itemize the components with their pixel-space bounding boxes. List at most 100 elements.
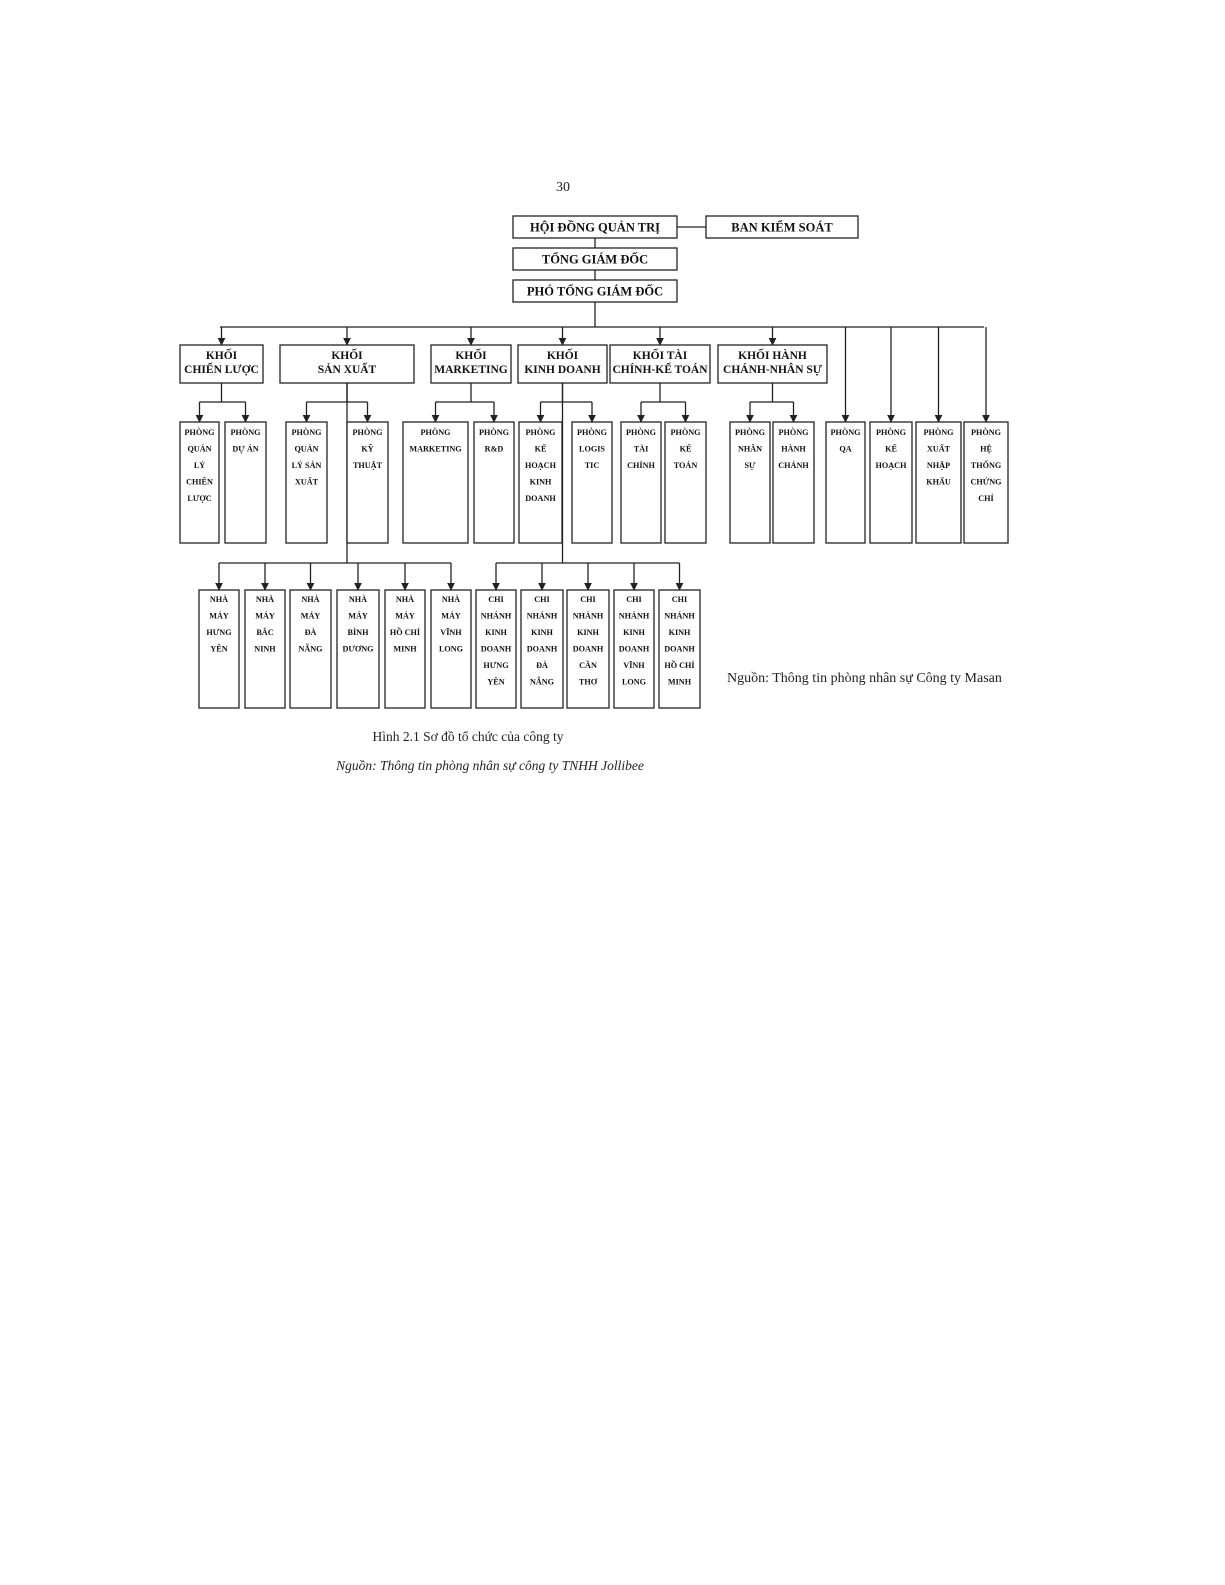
branch-box-line: DOANH	[664, 645, 695, 654]
department-box-line: PHÒNG	[778, 427, 809, 437]
supervisory-label: BAN KIỂM SOÁT	[731, 220, 833, 235]
factory-box-line: VĨNH	[440, 628, 462, 637]
branch-box-line: ĐÀ	[536, 660, 548, 670]
department-box-line: CHỈ	[978, 493, 993, 503]
department-box-line: PHÒNG	[230, 427, 261, 437]
factory-box-line: MÁY	[255, 611, 275, 621]
department-box-line: DỰ ÁN	[232, 444, 258, 454]
branch-box-line: CHI	[580, 595, 595, 604]
factory-box-line: MÁY	[441, 611, 461, 621]
branch-box-line: KINH	[623, 628, 645, 637]
division-box-line: SẢN XUẤT	[318, 361, 377, 376]
division-box-line: KHỐI HÀNH	[738, 347, 807, 362]
department-box-line: R&D	[485, 445, 504, 454]
deputy-ceo-label: PHÓ TỔNG GIÁM ĐỐC	[527, 284, 663, 299]
department-box-line: PHÒNG	[525, 427, 556, 437]
department-box-line: KHẨU	[926, 477, 951, 487]
deputy-ceo-node: PHÓ TỔNG GIÁM ĐỐC	[512, 279, 678, 303]
branch-box-line: HƯNG	[483, 661, 509, 670]
factories: NHÀMÁYHƯNGYÊNNHÀMÁYBẮCNINHNHÀMÁYĐÀNẴNGNH…	[198, 589, 472, 709]
department-box-line: PHÒNG	[184, 427, 215, 437]
department-box: PHÒNG DỰ ÁN	[224, 421, 267, 544]
branch-box-line: THƠ	[579, 678, 598, 687]
branch-box-line: CHI	[672, 595, 687, 604]
factory-box-line: NHÀ	[396, 594, 414, 604]
page-number: 30	[556, 180, 570, 195]
department-box-line: CHÁNH	[778, 460, 809, 470]
branch-box-line: MINH	[668, 678, 692, 687]
factory-box-line: MÁY	[395, 611, 415, 621]
factory-box-line: NHÀ	[256, 594, 274, 604]
branch-box-line: DOANH	[481, 645, 512, 654]
factory-box-line: LONG	[439, 645, 464, 654]
factory-box-line: MÁY	[348, 611, 368, 621]
department-box-line: PHÒNG	[291, 427, 322, 437]
branch-box-line: DOANH	[527, 645, 558, 654]
factory-box-line: NHÀ	[442, 594, 460, 604]
department-box-line: KẾ	[535, 444, 547, 454]
factory-box-line: NHÀ	[210, 594, 228, 604]
department-box-line: THUẬT	[353, 461, 383, 470]
ceo-node: TỔNG GIÁM ĐỐC	[512, 247, 678, 271]
department-box: PHÒNG KẾ HOẠCH KINH DOANH	[518, 421, 563, 544]
branch-box-line: DOANH	[619, 645, 650, 654]
department-box-line: DOANH	[525, 494, 556, 503]
branch-box-line: NHÁNH	[619, 611, 650, 621]
branch-box-line: HỒ CHÍ	[664, 660, 694, 670]
department-box-line: NHÂN	[738, 444, 762, 454]
branch-box-line: CHI	[534, 595, 549, 604]
department-box: PHÒNG R&D	[473, 421, 515, 544]
department-box-line: PHÒNG	[670, 427, 701, 437]
department-box-line: QUẢN	[187, 444, 211, 454]
factory-box-line: MÁY	[301, 611, 321, 621]
factory-box-line: NHÀ	[349, 594, 367, 604]
department-box-line: KẾ	[885, 444, 897, 454]
department-box-line: PHÒNG	[479, 427, 510, 437]
division-box-line: CHIẾN LƯỢC	[184, 361, 259, 376]
department-box-line: HOẠCH	[525, 461, 557, 470]
factory-box-line: ĐÀ	[305, 627, 317, 637]
department-box-line: NHẬP	[927, 461, 950, 470]
department-box-line: PHÒNG	[626, 427, 657, 437]
department-box-line: CHỨNG	[970, 477, 1002, 487]
department-box-line: TIC	[585, 461, 600, 470]
division-box-line: CHÍNH-KẾ TOÁN	[612, 361, 708, 376]
department-box-line: KINH	[530, 478, 552, 487]
branch-box-line: KINH	[531, 628, 553, 637]
branch-box-line: KINH	[669, 628, 691, 637]
department-box-line: HỆ	[980, 445, 992, 454]
department-box-line: HOẠCH	[876, 461, 908, 470]
factory-box-line: MINH	[393, 645, 417, 654]
connectors	[195, 226, 990, 591]
division-box-line: KHỐI	[331, 347, 363, 362]
board-label: HỘI ĐỒNG QUẢN TRỊ	[530, 220, 660, 235]
figure-caption: Hình 2.1 Sơ đồ tổ chức của công ty	[372, 729, 563, 744]
figure-source: Nguồn: Thông tin phòng nhân sự công ty T…	[335, 758, 644, 773]
department-box-line: MARKETING	[409, 445, 462, 454]
factory-box-line: BẮC	[256, 627, 273, 637]
board-node: HỘI ĐỒNG QUẢN TRỊ	[512, 215, 678, 239]
division-box-line: KHỐI TÀI	[633, 347, 688, 362]
department-box-line: CHÍNH	[627, 460, 655, 470]
department-box-line: KẾ	[680, 444, 692, 454]
division-box-line: MARKETING	[434, 364, 508, 376]
department-box-line: KỸ	[361, 444, 373, 454]
department-box-line: QA	[839, 445, 851, 454]
factory-box-line: NẴNG	[298, 644, 323, 654]
